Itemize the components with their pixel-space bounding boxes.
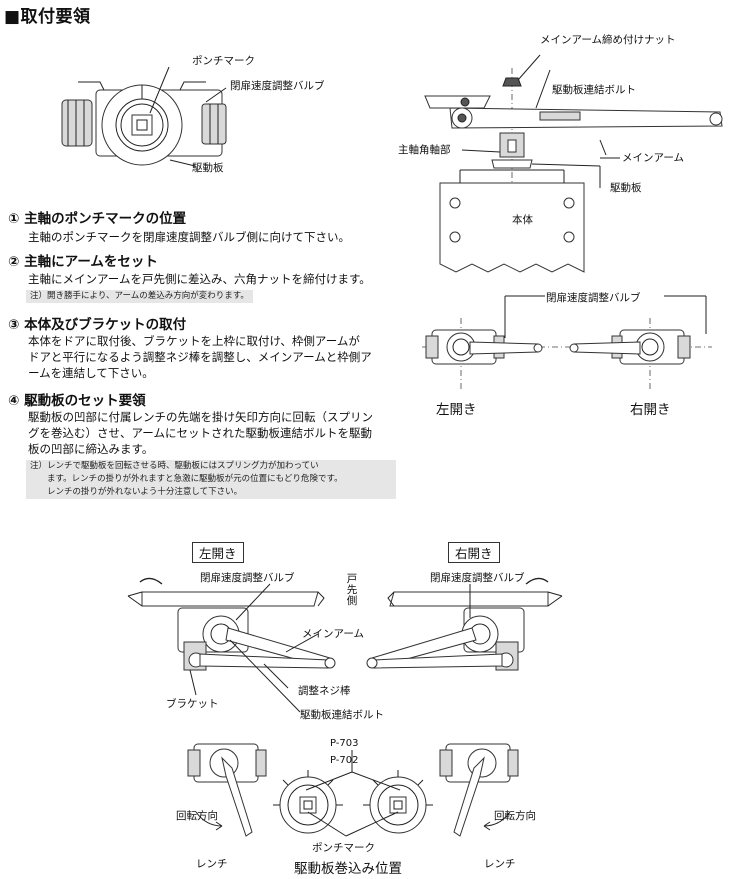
section-2-heading: ② 主軸にアームをセット <box>8 254 158 270</box>
wrench-left-label: レンチ <box>196 858 228 870</box>
valve-label: 閉扉速度調整バルブ <box>230 80 325 92</box>
drive-plate-label-right: 駆動板 <box>610 182 642 194</box>
section-3-heading: ③ 本体及びブラケットの取付 <box>8 317 187 333</box>
section-4-line-2: グを巻込む）させ、アームにセットされた駆動板連結ボルトを駆動 <box>28 426 372 440</box>
bottom-bolt-label: 駆動板連結ボルト <box>300 709 384 721</box>
square-shaft-label: 主軸角軸部 <box>398 144 451 156</box>
section-1-heading: ① 主軸のポンチマークの位置 <box>8 211 187 227</box>
section-4-note-3: レンチの掛りが外れないよう十分注意して下さい。 <box>26 486 396 499</box>
wrench-figures <box>187 743 519 837</box>
bolt-label: 駆動板連結ボルト <box>552 84 636 96</box>
punch-mark-label: ポンチマーク <box>192 55 255 67</box>
section-4-line-1: 駆動板の凹部に付属レンチの先端を掛け矢印方向に回転（スプリン <box>28 410 373 424</box>
bottom-right-open-label: 右開き <box>448 542 500 563</box>
rotation-left-label: 回転方向 <box>176 810 218 822</box>
mid-right-opening-figures <box>422 295 712 392</box>
section-2-line: 主軸にメインアームを戸先側に差込み、六角ナットを締付けます。 <box>28 272 371 286</box>
page-title: ■取付要領 <box>4 7 91 27</box>
section-4-note-2: ます。レンチの掛りが外れますと急激に駆動板が元の位置にもどり危険です。 <box>26 473 396 486</box>
bottom-main-arm-label: メインアーム <box>302 628 365 640</box>
p702-label: P-702 <box>330 755 359 766</box>
main-arm-label: メインアーム <box>622 152 685 164</box>
bottom-valve-right-label: 閉扉速度調整バルブ <box>430 572 525 584</box>
body-label: 本体 <box>512 214 533 226</box>
bottom-installed-figure <box>127 577 563 713</box>
mid-right-open-label: 右開き <box>630 402 671 418</box>
door-edge-label: 戸先側 <box>346 573 358 607</box>
nut-label: メインアーム締め付けナット <box>540 34 676 46</box>
adjust-rod-label: 調整ネジ棒 <box>298 685 351 697</box>
bottom-left-open-label: 左開き <box>192 542 244 563</box>
bracket-label: ブラケット <box>166 698 219 710</box>
rotation-right-label: 回転方向 <box>494 810 536 822</box>
mid-left-open-label: 左開き <box>436 402 477 418</box>
p703-label: P-703 <box>330 738 359 749</box>
wind-position-label: 駆動板巻込み位置 <box>294 861 402 877</box>
wrench-right-label: レンチ <box>484 858 516 870</box>
section-4-note-box: 注）レンチで駆動板を回転させる時、駆動板にはスプリング力が加わってい ます。レン… <box>26 460 396 499</box>
section-4-line-3: 板の凹部に締込みます。 <box>28 442 154 456</box>
section-2-note: 注）開き勝手により、アームの差込み方向が変わります。 <box>26 290 253 303</box>
bottom-valve-left-label: 閉扉速度調整バルブ <box>200 572 295 584</box>
section-4-note-1: 注）レンチで駆動板を回転させる時、駆動板にはスプリング力が加わってい <box>26 460 396 473</box>
section-3-line-2: ドアと平行になるよう調整ネジ棒を調整し、メインアームと枠側ア <box>28 350 372 364</box>
top-right-assembly-figure <box>424 54 723 273</box>
section-4-heading: ④ 駆動板のセット要領 <box>8 393 146 409</box>
drive-plate-label: 駆動板 <box>192 162 224 174</box>
bottom-punch-mark-label: ポンチマーク <box>312 842 375 854</box>
mid-valve-label: 閉扉速度調整バルブ <box>546 292 641 304</box>
top-left-closer-figure <box>61 66 227 167</box>
section-1-line: 主軸のポンチマークを閉扉速度調整バルブ側に向けて下さい。 <box>28 230 350 244</box>
section-3-line-3: ームを連結して下さい。 <box>28 366 154 380</box>
section-3-line-1: 本体をドアに取付後、ブラケットを上枠に取付け、枠側アームが <box>28 334 360 348</box>
